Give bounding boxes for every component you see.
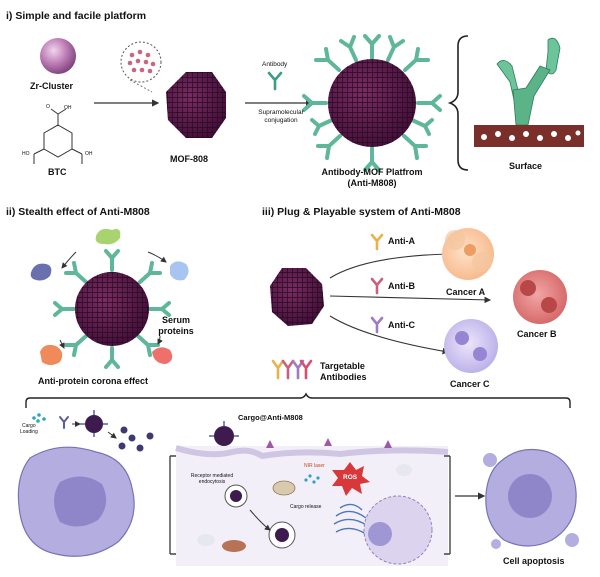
btc-ho-left: HO xyxy=(22,151,30,157)
surface-label: Surface xyxy=(509,161,543,171)
cancer-a-cell xyxy=(442,228,494,280)
anti-b-icon xyxy=(370,277,384,295)
apoptosis-label: Cell apoptosis xyxy=(503,556,565,566)
zr-cluster-label: Zr-Cluster xyxy=(30,81,74,91)
targetable-antibodies xyxy=(271,359,313,380)
serum-label-1: Serum xyxy=(161,315,190,325)
cell-interior xyxy=(175,421,449,566)
cancer-c-cell xyxy=(444,319,498,373)
anti-b-label: Anti-B xyxy=(388,281,415,291)
anti-c-label: Anti-C xyxy=(388,320,415,330)
cancer-b-label: Cancer B xyxy=(517,329,557,339)
right-bracket xyxy=(444,455,451,555)
apoptotic-cell xyxy=(483,449,579,549)
left-cancer-cell xyxy=(17,446,135,557)
cargo-at-label: Cargo@Anti-M808 xyxy=(238,413,303,422)
anti-a-icon xyxy=(370,233,384,251)
stealth-caption: Anti-protein corona effect xyxy=(38,376,149,386)
anti-a-label: Anti-A xyxy=(388,236,415,246)
cancer-a-label: Cancer A xyxy=(446,287,486,297)
stealth-arrows xyxy=(59,251,167,349)
btc-label: BTC xyxy=(48,167,67,177)
cargo-release-label: Cargo release xyxy=(290,504,322,510)
btc-o-label: O xyxy=(46,104,50,110)
cancer-c-label: Cancer C xyxy=(450,379,490,389)
cargo-loading-graphics xyxy=(32,410,154,452)
cargo-loading-label-2: Loading xyxy=(20,429,38,435)
antibody-mof-platform xyxy=(302,34,442,172)
serum-proteins xyxy=(30,228,189,365)
conjugation-label-1: Supramolecular xyxy=(258,109,304,116)
receptor-label-1: Receptor mediated xyxy=(190,473,234,479)
zr-cluster-sphere xyxy=(40,38,76,74)
nir-laser-label: NIR laser xyxy=(304,463,325,469)
serum-label-2: proteins xyxy=(158,326,194,336)
ros-label: ROS xyxy=(343,474,358,481)
stealth-platform xyxy=(53,249,171,369)
antibody-small-icon xyxy=(267,71,283,91)
platform-label-1: Antibody-MOF Platfrom xyxy=(321,167,423,177)
btc-molecule xyxy=(33,108,83,164)
surface-antibody xyxy=(496,37,561,126)
platform-label-2: (Anti-M808) xyxy=(347,178,397,188)
panel2-title: ii) Stealth effect of Anti-M808 xyxy=(6,206,150,218)
cargo-loading-label-1: Cargo xyxy=(22,423,36,429)
mof-808-label: MOF-808 xyxy=(170,154,209,164)
mof-808-particle xyxy=(166,72,226,138)
plug-play-mof xyxy=(270,268,324,326)
antibody-label: Antibody xyxy=(262,61,288,68)
cancer-b-cell xyxy=(513,270,567,324)
bottom-brace xyxy=(25,392,571,408)
mof-inset-circle xyxy=(120,41,162,93)
middle-bracket xyxy=(169,455,176,555)
panel3-title: iii) Plug & Playable system of Anti-M808 xyxy=(262,206,461,218)
anti-c-icon xyxy=(370,316,384,334)
plug-play-arrows xyxy=(329,250,492,355)
targetable-label-1: Targetable xyxy=(320,361,365,371)
surface-brace xyxy=(447,35,469,171)
targetable-label-2: Antibodies xyxy=(320,372,367,382)
surface-substrate xyxy=(474,125,584,147)
panel1-title: i) Simple and facile platform xyxy=(6,10,147,22)
conjugation-label-2: conjugation xyxy=(264,117,298,124)
receptor-label-2: endocytosis xyxy=(198,479,226,485)
btc-oh-right: OH xyxy=(85,151,93,157)
btc-oh-top: OH xyxy=(64,105,72,111)
